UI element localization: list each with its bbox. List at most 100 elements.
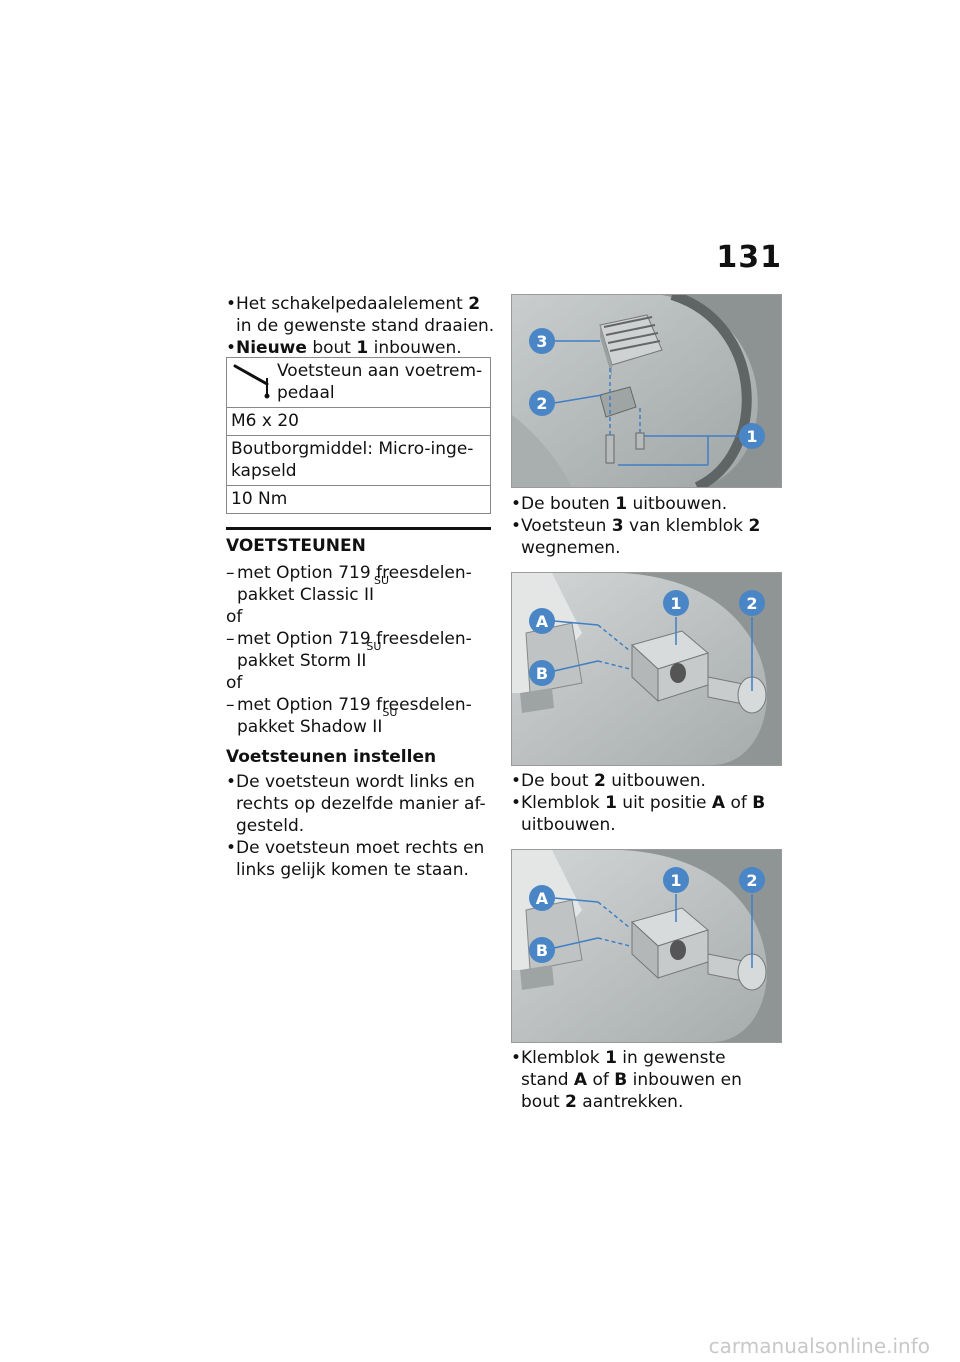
svg-text:3: 3 [536, 332, 547, 351]
step-remove-footrest-cont: wegnemen. [521, 538, 621, 558]
step-text: Klemblok [521, 793, 606, 813]
callout-2: 2 [739, 590, 765, 616]
section-title: VOETSTEUNEN [226, 536, 366, 556]
adjust-bullet-cont: gesteld. [236, 816, 305, 836]
option-name: pakket Storm II [237, 651, 367, 671]
option-line-cont: pakket Classic IISU [237, 575, 389, 606]
step-text: bout [521, 1092, 566, 1112]
emphasis: Nieuwe [236, 338, 307, 358]
step-new-bolt: Nieuwe bout 1 inbouwen. [226, 337, 462, 359]
footer-watermark: carmanualsonline.info [708, 1334, 930, 1358]
option-line: met Option 719 freesdelen- [226, 562, 472, 584]
clamp-block-illustration: A B 1 2 [512, 850, 781, 1042]
spec-adhesive-line: kapseld [231, 461, 297, 481]
ref-number: 2 [468, 294, 481, 314]
step-text: uitbouwen. [627, 494, 728, 514]
subsection-title: Voetsteunen instellen [226, 747, 437, 767]
step-text: inbouwen en [627, 1070, 742, 1090]
ref-number: 2 [565, 1092, 577, 1112]
adjust-bullet: De voetsteun wordt links en [226, 771, 475, 793]
step-text: of [725, 793, 753, 813]
ref-number: 3 [611, 516, 624, 536]
step-install-block-cont: stand A of B inbouwen en [521, 1069, 742, 1091]
step-text: in gewenste [616, 1048, 726, 1068]
step-shift-pedal-cont: in de gewenste stand draaien. [236, 316, 495, 336]
or-word: of [226, 607, 243, 627]
step-remove-footrest: Voetsteun 3 van klemblok 2 [511, 515, 760, 537]
step-remove-bolt2: De bout 2 uitbouwen. [511, 770, 706, 792]
option-line: met Option 719 freesdelen- [226, 628, 472, 650]
step-text: Klemblok [521, 1048, 606, 1068]
option-code: SU [374, 574, 390, 587]
callout-1: 1 [663, 867, 689, 893]
step-shift-pedal: Het schakelpedaalelement 2 [226, 293, 480, 315]
figure-clamp-block-remove: A B 1 2 [511, 572, 782, 766]
callout-3: 3 [529, 328, 555, 354]
callout-B: B [529, 660, 555, 686]
step-text: aantrekken. [576, 1092, 684, 1112]
svg-text:2: 2 [746, 594, 757, 613]
svg-text:A: A [536, 612, 549, 631]
step-text: inbouwen. [368, 338, 462, 358]
step-remove-block: Klemblok 1 uit positie A of B [511, 792, 765, 814]
svg-text:2: 2 [746, 871, 757, 890]
svg-text:2: 2 [536, 394, 547, 413]
callout-1: 1 [739, 423, 765, 449]
adjust-bullet: De voetsteun moet rechts en [226, 837, 484, 859]
callout-A: A [529, 608, 555, 634]
ref-number: 2 [748, 516, 761, 536]
spec-torque: 10 Nm [226, 485, 491, 514]
spec-title-cont: pedaal [277, 383, 335, 403]
svg-text:1: 1 [670, 871, 681, 890]
option-line: met Option 719 freesdelen- [226, 694, 472, 716]
option-line-cont: pakket Shadow IISU [237, 707, 397, 738]
spec-bolt-size: M6 x 20 [226, 407, 491, 436]
callout-2: 2 [739, 867, 765, 893]
step-text: bout [306, 338, 357, 358]
svg-text:1: 1 [746, 427, 757, 446]
wrench-icon [233, 364, 270, 399]
or-word: of [226, 673, 243, 693]
ref-letter: A [711, 793, 726, 813]
step-text: De bout [521, 771, 594, 791]
svg-text:1: 1 [670, 594, 681, 613]
callout-1: 1 [663, 590, 689, 616]
clamp-block-illustration: A B 1 2 [512, 573, 781, 765]
torque-spec-table: Voetsteun aan voetrem- pedaal M6 x 20 Bo… [226, 357, 491, 514]
step-remove-bolts: De bouten 1 uitbouwen. [511, 493, 727, 515]
svg-text:B: B [536, 941, 548, 960]
spec-title-cell: Voetsteun aan voetrem- pedaal [226, 357, 491, 408]
step-install-block-cont: bout 2 aantrekken. [521, 1091, 683, 1113]
svg-text:A: A [536, 889, 549, 908]
ref-number: 1 [356, 338, 369, 358]
figure-footrest-bolts: 3 2 1 [511, 294, 782, 488]
step-text: Voetsteun [521, 516, 612, 536]
figure-clamp-block-install: A B 1 2 [511, 849, 782, 1043]
spec-adhesive-line: Boutborgmiddel: Micro-inge- [231, 439, 474, 459]
ref-number: 1 [605, 793, 617, 813]
page-number: 131 [716, 240, 782, 275]
ref-number: 1 [605, 1048, 617, 1068]
step-text: Het schakelpedaalelement [236, 294, 469, 314]
adjust-bullet-cont: links gelijk komen te staan. [236, 860, 469, 880]
ref-letter: B [752, 793, 766, 813]
option-code: SU [366, 640, 382, 653]
option-name: pakket Shadow II [237, 717, 383, 737]
footrest-illustration: 3 2 1 [512, 295, 781, 487]
step-remove-block-cont: uitbouwen. [521, 815, 616, 835]
svg-text:B: B [536, 664, 548, 683]
ref-letter: A [573, 1070, 588, 1090]
step-text: of [587, 1070, 615, 1090]
spec-title-row: Voetsteun aan voetrem- pedaal [226, 357, 491, 408]
ref-number: 1 [615, 494, 628, 514]
step-text: uitbouwen. [605, 771, 706, 791]
section-divider [226, 527, 491, 530]
callout-A: A [529, 885, 555, 911]
callout-B: B [529, 937, 555, 963]
step-text: uit positie [616, 793, 712, 813]
option-line-cont: pakket Storm IISU [237, 641, 381, 672]
step-text: stand [521, 1070, 574, 1090]
step-text: van klemblok [623, 516, 749, 536]
ref-number: 2 [594, 771, 606, 791]
callout-2: 2 [529, 390, 555, 416]
